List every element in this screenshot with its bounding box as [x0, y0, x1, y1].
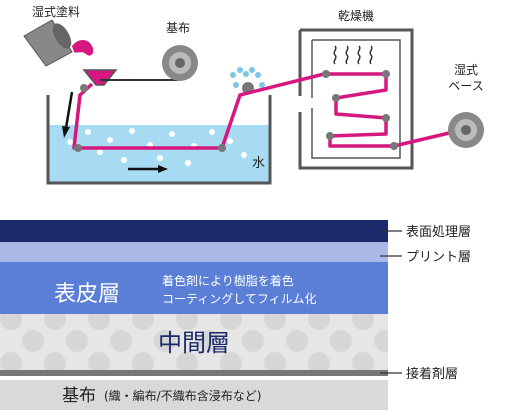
down-arrow — [62, 91, 74, 138]
wet-base-label-line1: 湿式 — [454, 62, 478, 77]
print-layer-label: プリント層 — [406, 250, 471, 265]
water-bath — [46, 95, 272, 185]
dryer-label: 乾燥機 — [338, 8, 374, 23]
funnel-icon — [82, 69, 118, 86]
dryer-inner — [311, 39, 401, 159]
dryer-box — [298, 28, 414, 170]
skin-layer-desc-2: コーティングしてフィルム化 — [162, 292, 316, 306]
middle-layer — [0, 314, 388, 370]
middle-layer-title: 中間層 — [158, 329, 230, 357]
spray-icon — [230, 67, 265, 88]
tank-outline — [46, 95, 272, 185]
wet-base-roll-icon — [448, 112, 484, 148]
guide-rollers — [74, 70, 398, 152]
fabric-path — [72, 72, 463, 150]
base-fabric-layer-note: (織・編布/不織布含浸布など) — [104, 388, 261, 403]
water-label: 水 — [252, 156, 265, 171]
base-fabric-layer-title: 基布 — [62, 386, 96, 406]
base-fabric-roll-icon — [100, 45, 198, 81]
skin-layer-desc-1: 着色剤により樹脂を着色 — [162, 273, 294, 288]
print-layer — [0, 242, 388, 262]
skin-layer-title: 表皮層 — [54, 282, 120, 307]
water-fill — [48, 125, 270, 183]
paint-pour — [72, 40, 94, 56]
skin-layer — [0, 262, 388, 314]
wet-coating-label: 湿式塗料 — [32, 4, 80, 19]
heat-waves-icon — [333, 45, 373, 65]
base-fabric-layer — [0, 380, 388, 410]
right-arrow — [128, 165, 168, 173]
adhesive-layer — [0, 370, 388, 376]
wet-base-label-line2: ベース — [448, 79, 483, 93]
surface-treatment-layer — [0, 220, 388, 242]
base-fabric-label: 基布 — [166, 21, 190, 35]
adhesive-layer-label: 接着剤層 — [406, 366, 458, 382]
bucket-icon — [23, 19, 73, 67]
surface-treatment-label: 表面処理層 — [406, 225, 471, 240]
leader-lines — [380, 230, 402, 374]
